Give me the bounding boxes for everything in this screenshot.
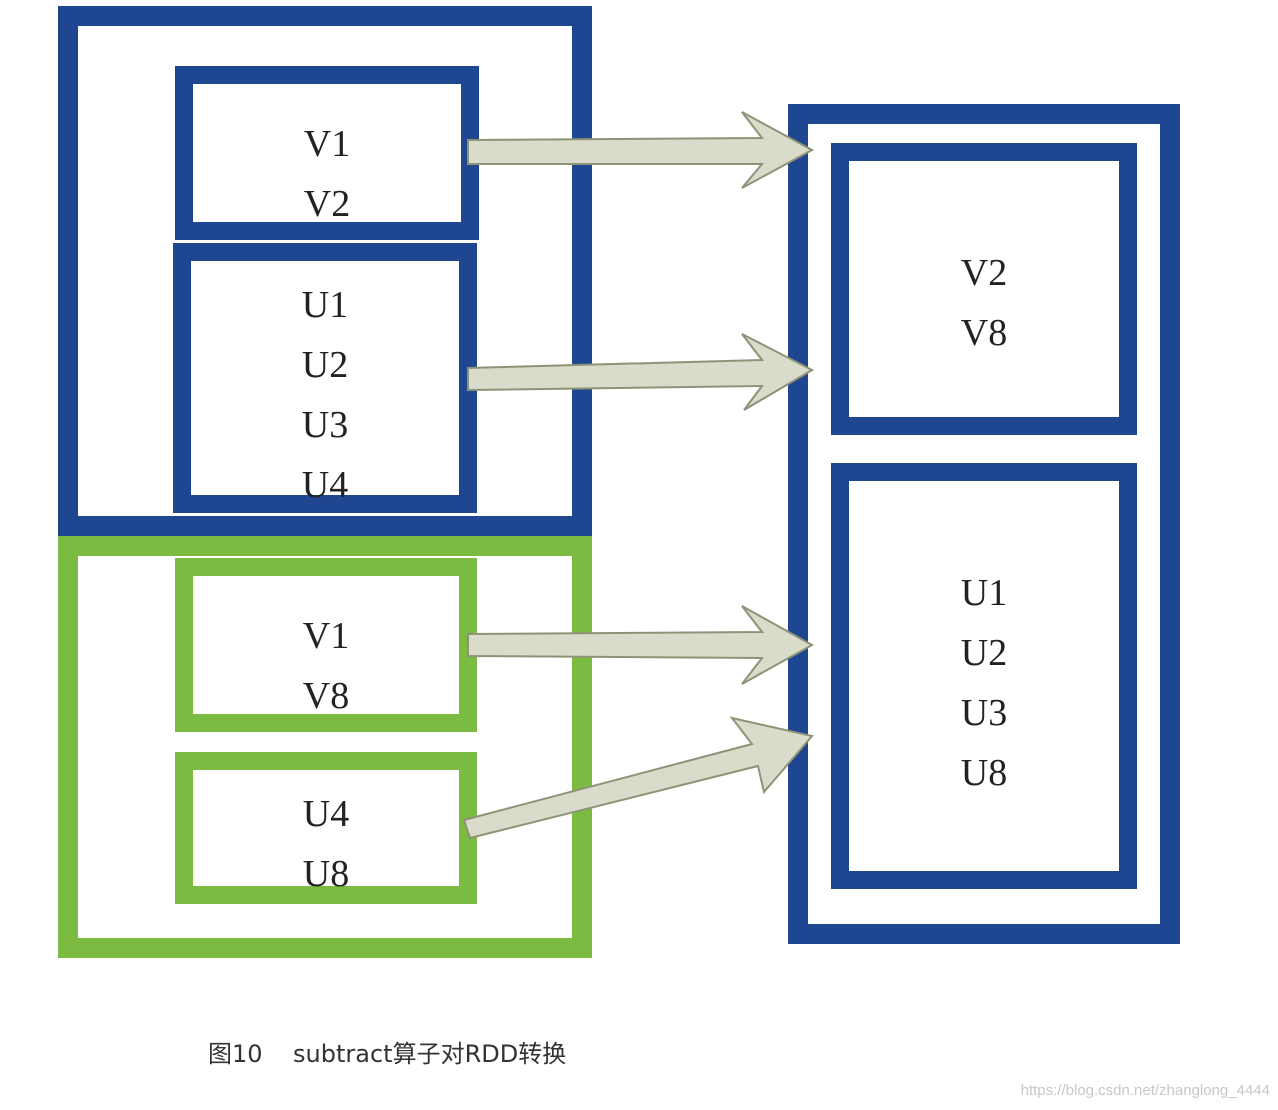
partition-item: V8 [960, 312, 1008, 354]
watermark-text: https://blog.csdn.net/zhanglong_4444 [1020, 1082, 1270, 1099]
rdd1-partition-2: U1 U2 U3 U4 [173, 243, 477, 513]
partition-item: V1 [302, 615, 350, 657]
partition-item: V2 [960, 252, 1008, 294]
partition-item: V2 [303, 183, 351, 225]
partition-item: U8 [302, 853, 350, 895]
partition-item: U2 [960, 632, 1008, 674]
partition-item: U1 [301, 284, 349, 326]
partition-item: U4 [301, 464, 349, 506]
result-partition-2: U1 U2 U3 U8 [831, 463, 1137, 889]
partition-item: U3 [960, 692, 1008, 734]
partition-item: U3 [301, 404, 349, 446]
figure-caption: 图10 subtract算子对RDD转换 [208, 1040, 567, 1068]
rdd2-partition-1: V1 V8 [175, 558, 477, 732]
partition-item: U2 [301, 344, 349, 386]
rdd1-partition-1: V1 V2 [175, 66, 479, 240]
partition-item: V1 [303, 123, 351, 165]
partition-item: U8 [960, 752, 1008, 794]
partition-item: V8 [302, 675, 350, 717]
result-partition-1: V2 V8 [831, 143, 1137, 435]
rdd2-partition-2: U4 U8 [175, 752, 477, 904]
partition-item: U1 [960, 572, 1008, 614]
partition-item: U4 [302, 793, 350, 835]
